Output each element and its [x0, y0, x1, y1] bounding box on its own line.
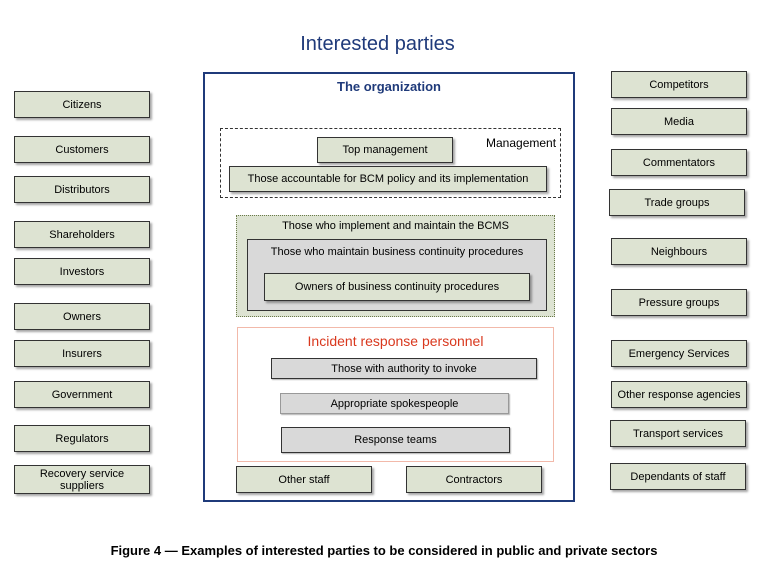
party-commentators: Commentators: [611, 149, 747, 176]
party-emergency-services: Emergency Services: [611, 340, 747, 367]
spokespeople-box: Appropriate spokespeople: [280, 393, 509, 414]
management-label: Management: [486, 136, 557, 150]
party-regulators: Regulators: [14, 425, 150, 452]
bcm-accountable-box: Those accountable for BCM policy and its…: [229, 166, 547, 192]
party-competitors: Competitors: [611, 71, 747, 98]
party-distributors: Distributors: [14, 176, 150, 203]
party-insurers: Insurers: [14, 340, 150, 367]
bcms-label: Those who implement and maintain the BCM…: [282, 220, 509, 232]
party-shareholders: Shareholders: [14, 221, 150, 248]
diagram-title: Interested parties: [300, 33, 455, 55]
top-management-box: Top management: [317, 137, 453, 163]
party-pressure-groups: Pressure groups: [611, 289, 747, 316]
organization-title: The organization: [337, 79, 441, 94]
party-trade-groups: Trade groups: [609, 189, 745, 216]
party-owners: Owners: [14, 303, 150, 330]
party-government: Government: [14, 381, 150, 408]
management-frame: [220, 128, 561, 198]
party-other-response-agencies: Other response agencies: [611, 381, 747, 408]
incident-response-label: Incident response personnel: [307, 333, 484, 349]
party-media: Media: [611, 108, 747, 135]
figure-caption: Figure 4 — Examples of interested partie…: [110, 543, 658, 558]
party-customers: Customers: [14, 136, 150, 163]
authority-to-invoke-box: Those with authority to invoke: [271, 358, 537, 379]
other-staff-box: Other staff: [236, 466, 372, 493]
maintain-procedures-label: Those who maintain business continuity p…: [270, 246, 524, 258]
party-neighbours: Neighbours: [611, 238, 747, 265]
contractors-box: Contractors: [406, 466, 542, 493]
owners-procedures-box: Owners of business continuity procedures: [264, 273, 530, 301]
party-recovery-service-suppliers: Recovery service suppliers: [14, 465, 150, 494]
party-investors: Investors: [14, 258, 150, 285]
response-teams-box: Response teams: [281, 427, 510, 453]
party-transport-services: Transport services: [610, 420, 746, 447]
party-citizens: Citizens: [14, 91, 150, 118]
party-dependants-of-staff: Dependants of staff: [610, 463, 746, 490]
organization-frame: [203, 72, 575, 502]
